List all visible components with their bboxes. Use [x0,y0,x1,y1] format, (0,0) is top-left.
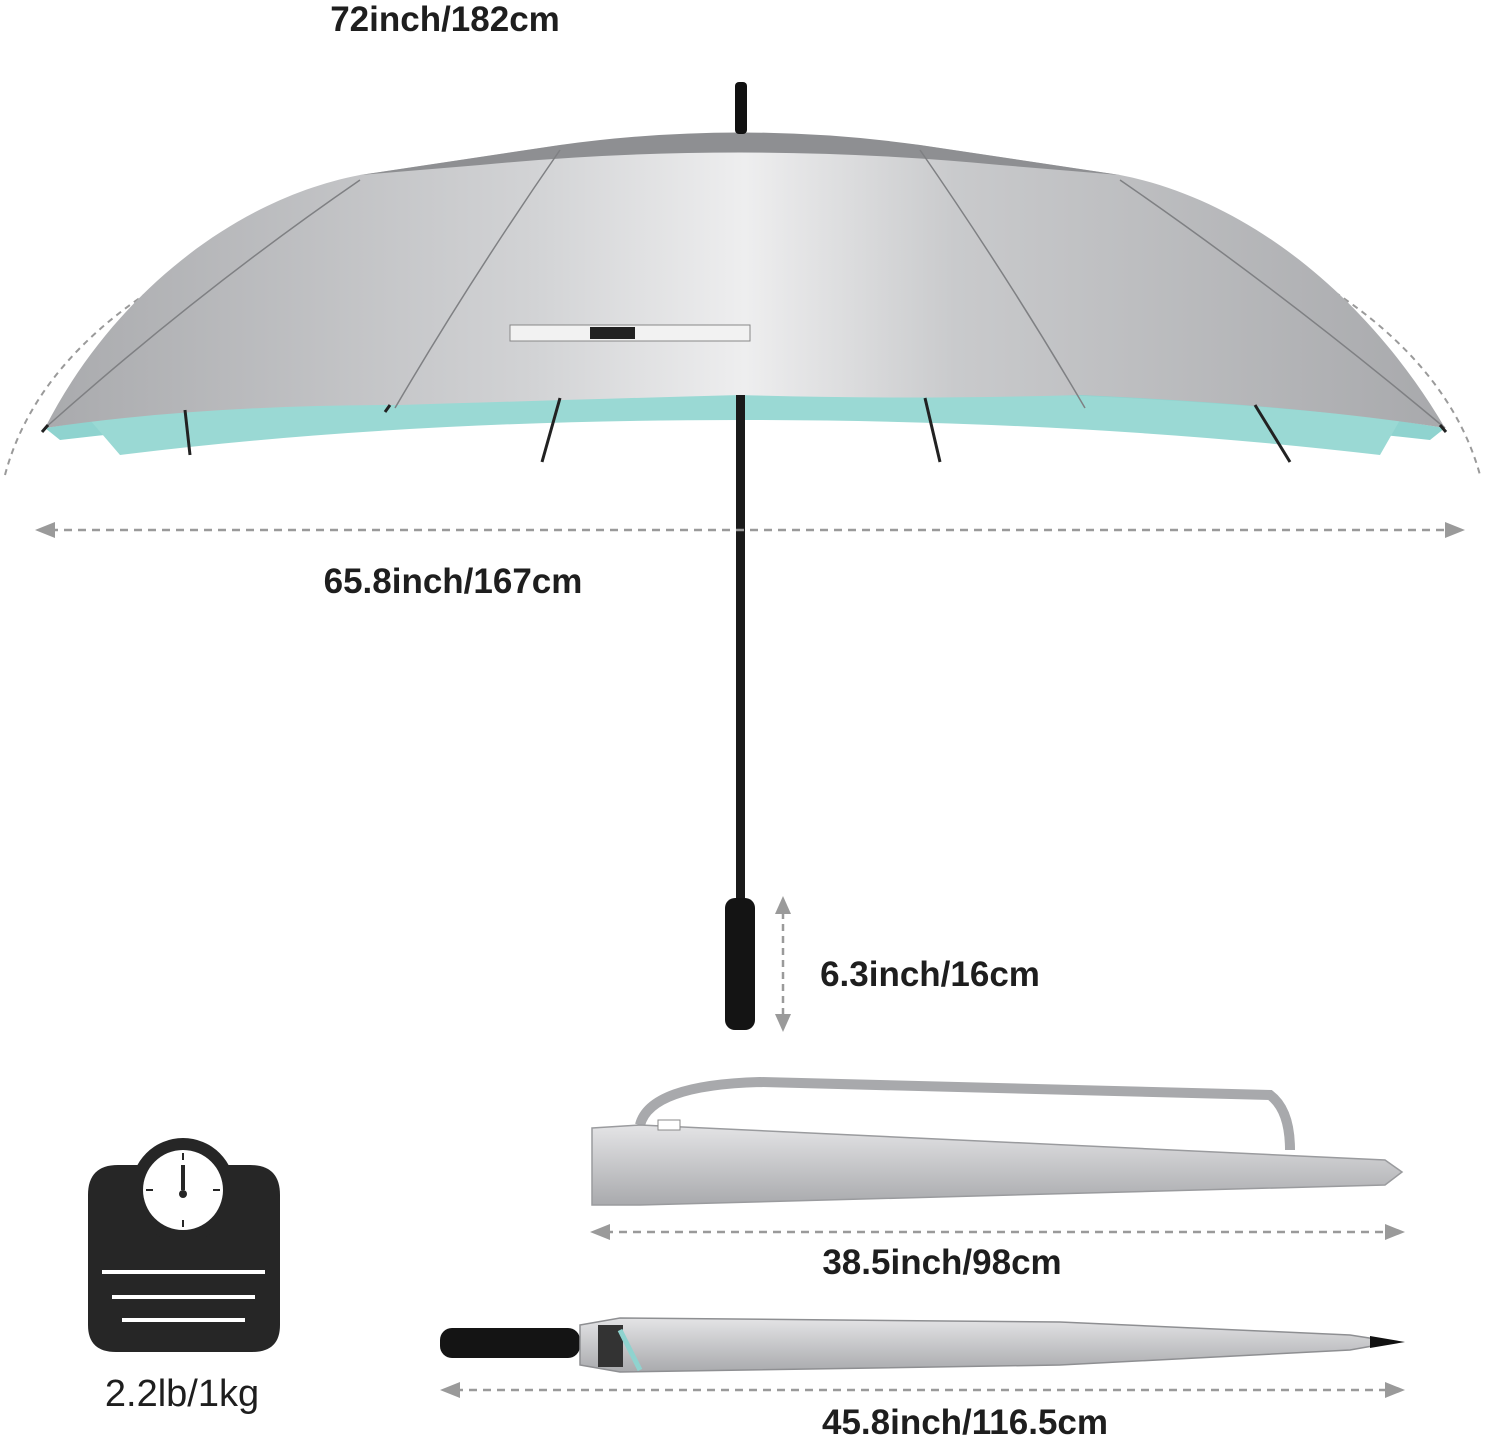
closed-umbrella-handle [440,1328,580,1358]
weight-scale-icon [88,1138,280,1352]
umbrella-canopy [45,135,1445,428]
closed-length-label: 45.8inch/116.5cm [821,1403,1109,1441]
sleeve-length-label: 38.5inch/98cm [822,1243,1062,1282]
umbrella-shaft [736,395,745,905]
closed-umbrella-body [579,1317,1396,1373]
umbrella-sleeve [591,1124,1404,1206]
weight-label: 2.2lb/1kg [104,1373,260,1415]
arc-dimension-line [4,147,1481,476]
handle-length-label: 6.3inch/16cm [820,955,1040,994]
sleeve-strap [635,1076,1295,1151]
canopy-width-label: 65.8inch/167cm [323,562,583,601]
umbrella-handle [725,898,755,1030]
umbrella-tip [735,82,747,134]
arc-length-label: 72inch/182cm [330,0,560,39]
